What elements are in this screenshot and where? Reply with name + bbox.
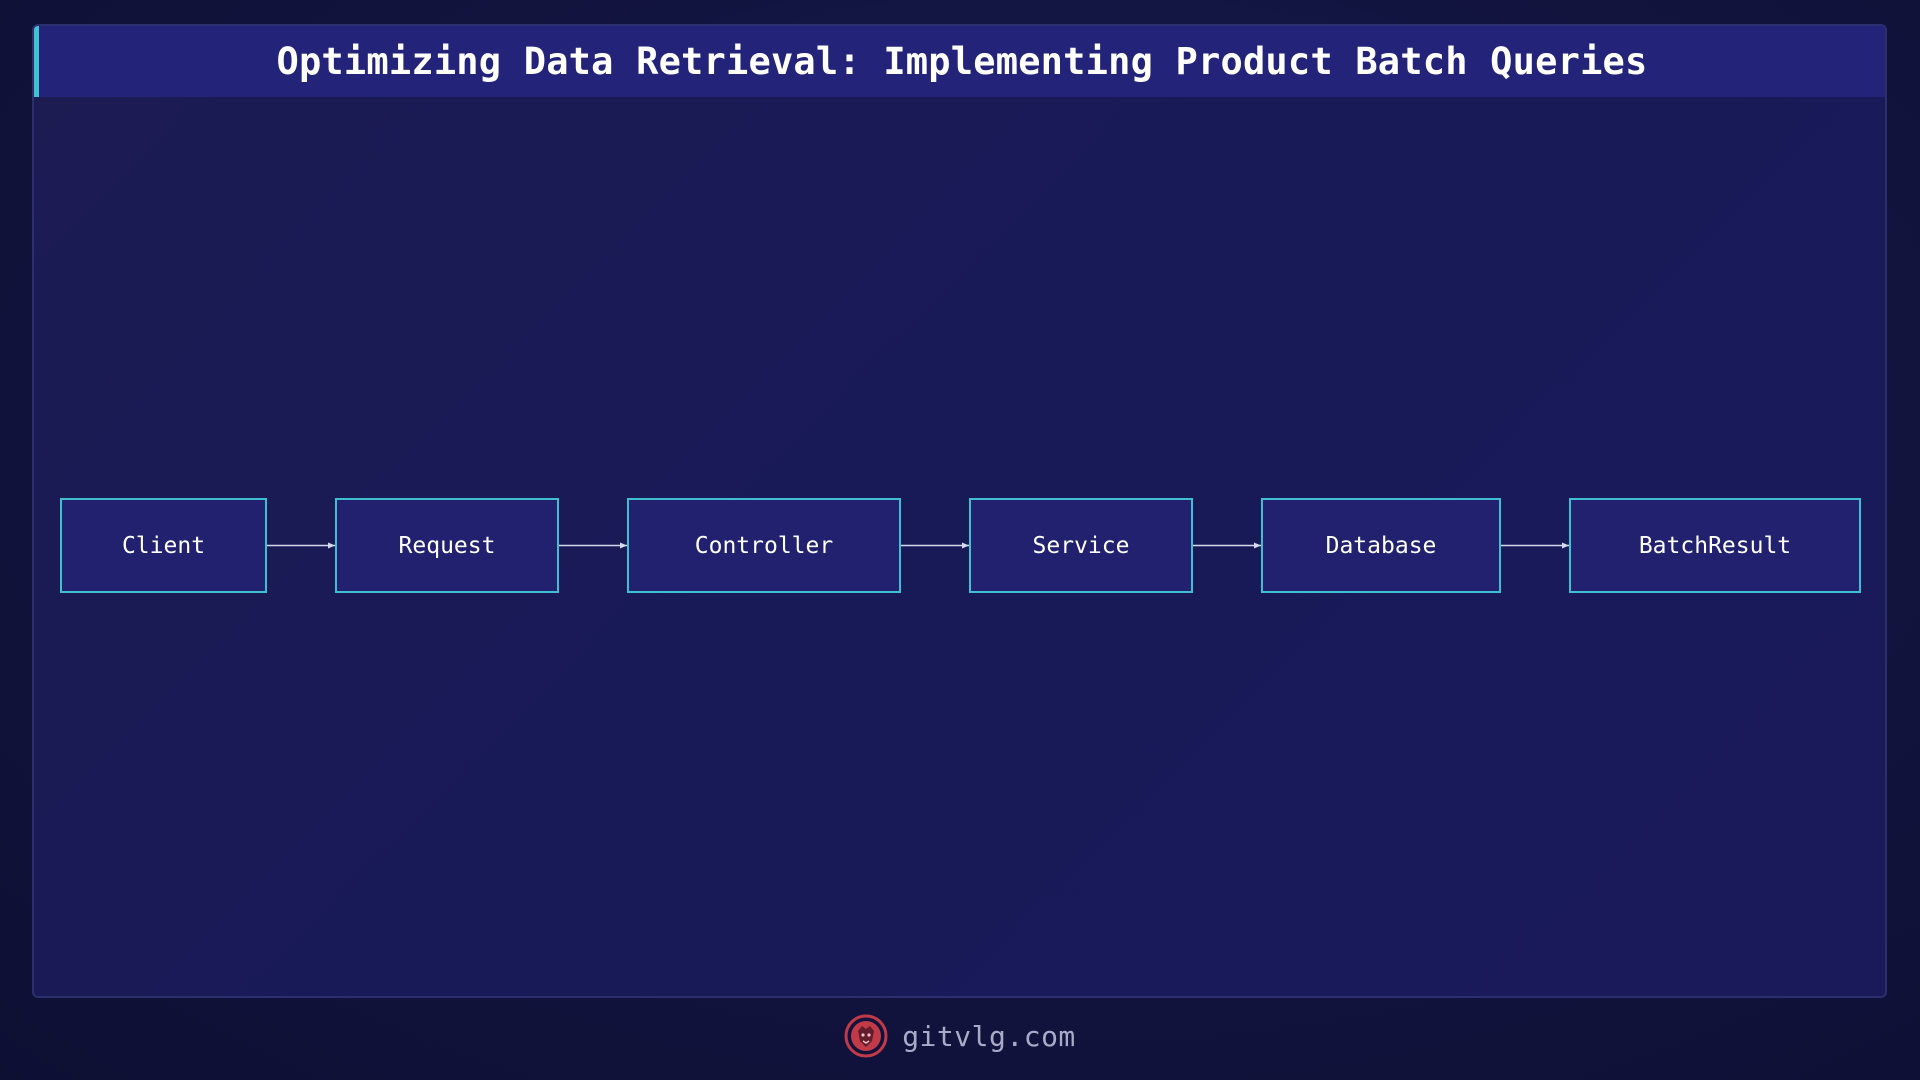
node-label: Request: [398, 532, 496, 559]
node-database: Database: [1261, 498, 1501, 593]
node-request: Request: [335, 498, 559, 593]
node-controller: Controller: [627, 498, 901, 593]
node-label: Service: [1032, 532, 1130, 559]
node-label: BatchResult: [1638, 532, 1792, 559]
footer-site-link[interactable]: gitvlg.com: [902, 1019, 1076, 1053]
node-service: Service: [969, 498, 1193, 593]
page-title: Optimizing Data Retrieval: Implementing …: [276, 40, 1648, 83]
node-label: Client: [121, 532, 206, 559]
node-client: Client: [60, 498, 267, 593]
lion-head-icon: [844, 1014, 888, 1058]
node-label: Database: [1325, 532, 1437, 559]
node-batchresult: BatchResult: [1569, 498, 1861, 593]
title-bar: Optimizing Data Retrieval: Implementing …: [34, 26, 1885, 97]
footer: gitvlg.com: [0, 1011, 1920, 1061]
node-label: Controller: [694, 532, 834, 559]
